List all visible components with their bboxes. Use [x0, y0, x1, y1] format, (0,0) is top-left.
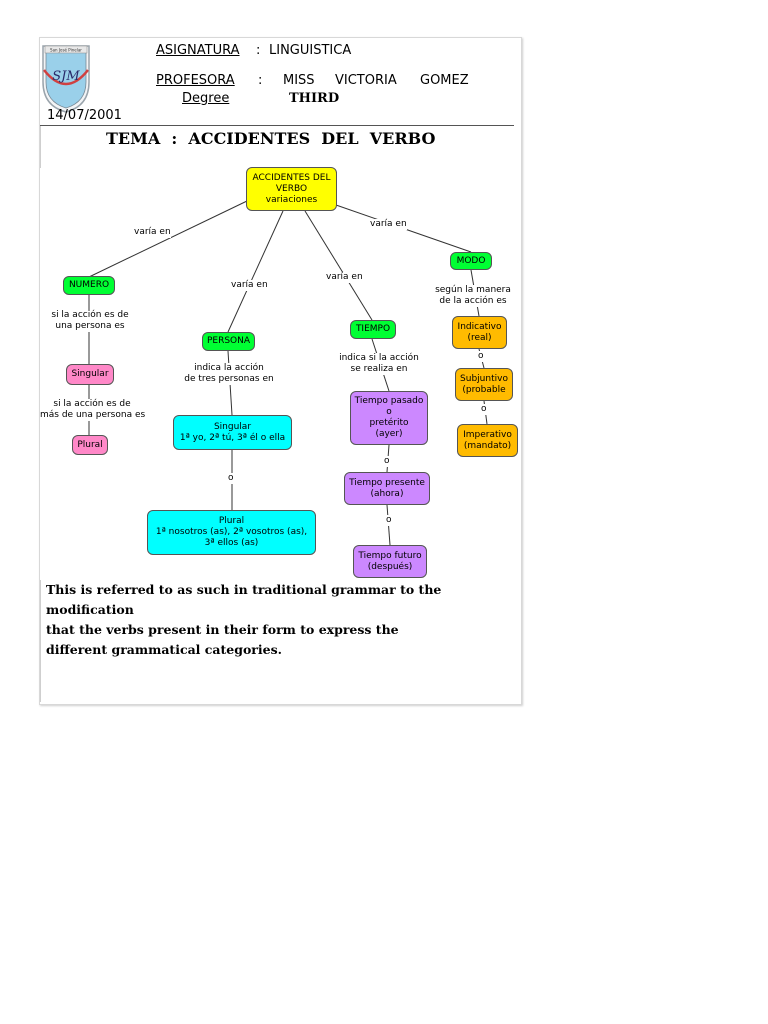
degree-value: THIRD	[289, 91, 340, 106]
persona-or-label: o	[228, 473, 234, 484]
teacher-name-first: MISS	[283, 73, 315, 88]
numero-node: NUMERO	[63, 276, 115, 295]
modo-or-label-2: o	[481, 404, 487, 415]
modo-subjuntivo-node: Subjuntivo(probable	[455, 368, 513, 401]
link-label-numero: varía en	[134, 227, 171, 238]
svg-text:SJM: SJM	[52, 69, 80, 84]
link-label-modo: varía en	[370, 219, 407, 230]
tiempo-node: TIEMPO	[350, 320, 396, 339]
page-title: TEMA : ACCIDENTES DEL VERBO	[106, 129, 436, 148]
modo-or-label-1: o	[478, 351, 484, 362]
modo-node: MODO	[450, 252, 492, 270]
header-rule	[40, 125, 514, 126]
degree-label: Degree	[182, 91, 230, 106]
margin-line	[40, 126, 41, 168]
document-page	[39, 37, 522, 705]
subject-separator: :	[256, 43, 261, 58]
tiempo-presente-node: Tiempo presente(ahora)	[344, 472, 430, 505]
teacher-name-middle: VICTORIA	[335, 73, 397, 88]
school-crest-logo: San José Pinelar SJM	[42, 45, 90, 113]
tiempo-futuro-node: Tiempo futuro(después)	[353, 545, 427, 578]
link-label-persona: varía en	[231, 280, 268, 291]
numero-plural-node: Plural	[72, 435, 108, 455]
margin-line	[40, 580, 41, 702]
teacher-name-last: GOMEZ	[420, 73, 469, 88]
teacher-separator: :	[258, 73, 263, 88]
persona-node: PERSONA	[202, 332, 255, 351]
modo-indicativo-node: Indicativo(real)	[452, 316, 507, 349]
subject-label: ASIGNATURA	[156, 43, 240, 58]
tiempo-or-label-2: o	[386, 515, 392, 526]
svg-text:San José Pinelar: San José Pinelar	[50, 48, 82, 53]
description-paragraph: This is referred to as such in tradition…	[46, 580, 516, 660]
teacher-label: PROFESORA	[156, 73, 235, 88]
modo-imperativo-node: Imperativo(mandato)	[457, 424, 518, 457]
paragraph-line: that the verbs present in their form to …	[46, 622, 399, 637]
subject-value: LINGUISTICA	[269, 43, 352, 58]
link-label-tiempo: varía en	[326, 272, 363, 283]
paragraph-line: This is referred to as such in tradition…	[46, 582, 442, 617]
numero-singular-node: Singular	[66, 364, 114, 385]
date: 14/07/2001	[47, 108, 122, 123]
paragraph-line: different grammatical categories.	[46, 642, 282, 657]
tiempo-or-label-1: o	[384, 456, 390, 467]
